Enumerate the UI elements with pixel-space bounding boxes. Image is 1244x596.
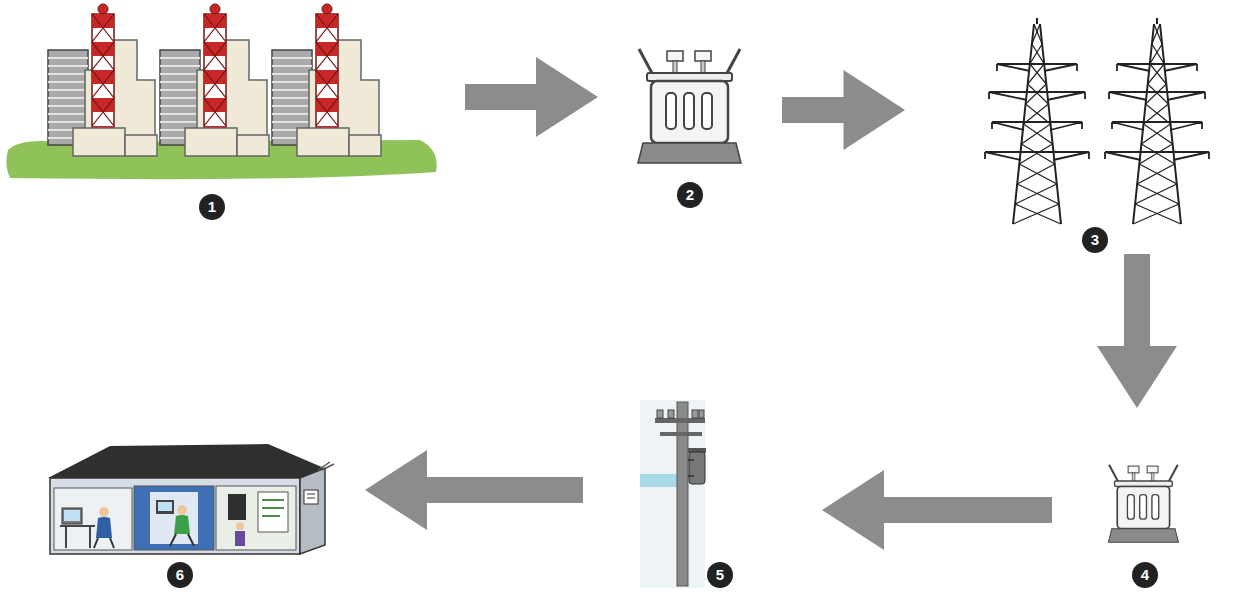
utility-pole — [655, 418, 705, 423]
house — [304, 490, 318, 504]
utility-pole — [657, 410, 663, 418]
power-plant — [48, 4, 157, 156]
house — [236, 522, 244, 530]
transmission-towers — [985, 18, 1209, 224]
stage-node: 4 — [1052, 408, 1190, 590]
house — [258, 492, 288, 532]
house — [156, 500, 174, 514]
flow-arrow — [1097, 254, 1177, 408]
house — [318, 462, 334, 470]
utility-pole — [668, 410, 674, 418]
stage-node: 3 — [905, 20, 1215, 254]
utility-pole — [640, 400, 706, 588]
house — [235, 531, 245, 546]
utility-pole — [699, 410, 704, 418]
house — [216, 486, 296, 550]
flow-arrow — [822, 470, 1052, 550]
utility-pole — [640, 400, 705, 588]
callout-number: 3 — [1082, 227, 1108, 253]
stage-node: 5 — [583, 398, 822, 590]
house — [48, 444, 334, 554]
transmission-towers — [1105, 18, 1209, 224]
step-down-transformer — [1108, 465, 1178, 543]
house — [262, 500, 284, 516]
house — [62, 508, 82, 524]
utility-pole — [689, 452, 705, 484]
house — [96, 517, 112, 538]
stage-node: 1 — [8, 5, 465, 222]
step-down-transformer — [1108, 465, 1178, 543]
house — [170, 534, 194, 546]
stage-node: 6 — [40, 440, 365, 590]
flow-arrow — [782, 70, 905, 150]
house — [300, 468, 325, 554]
house — [99, 507, 109, 517]
house — [177, 505, 187, 515]
house — [94, 538, 114, 548]
power-plant — [160, 4, 269, 156]
step-up-transformer — [638, 49, 741, 163]
house — [60, 526, 95, 548]
callout-number: 4 — [1132, 562, 1158, 588]
power-plant — [6, 4, 436, 179]
utility-pole — [677, 402, 688, 586]
house — [307, 494, 315, 498]
house — [54, 488, 132, 550]
utility-pole — [640, 474, 677, 487]
house — [228, 494, 246, 520]
callout-number: 5 — [707, 562, 733, 588]
house — [158, 502, 172, 511]
house — [174, 515, 190, 534]
callout-number: 2 — [677, 182, 703, 208]
callout-number: 1 — [199, 194, 225, 220]
house — [134, 486, 214, 550]
utility-pole — [692, 410, 698, 418]
flow-arrow — [465, 57, 598, 137]
house — [48, 444, 324, 478]
utility-pole — [660, 432, 702, 436]
power-plant — [272, 4, 381, 156]
flow-arrow — [365, 450, 583, 530]
step-up-transformer — [638, 49, 741, 163]
house — [50, 478, 300, 554]
utility-pole — [688, 460, 694, 476]
house — [64, 510, 80, 521]
callout-number: 6 — [167, 562, 193, 588]
stage-node: 2 — [598, 40, 782, 210]
transmission-towers — [985, 18, 1089, 224]
